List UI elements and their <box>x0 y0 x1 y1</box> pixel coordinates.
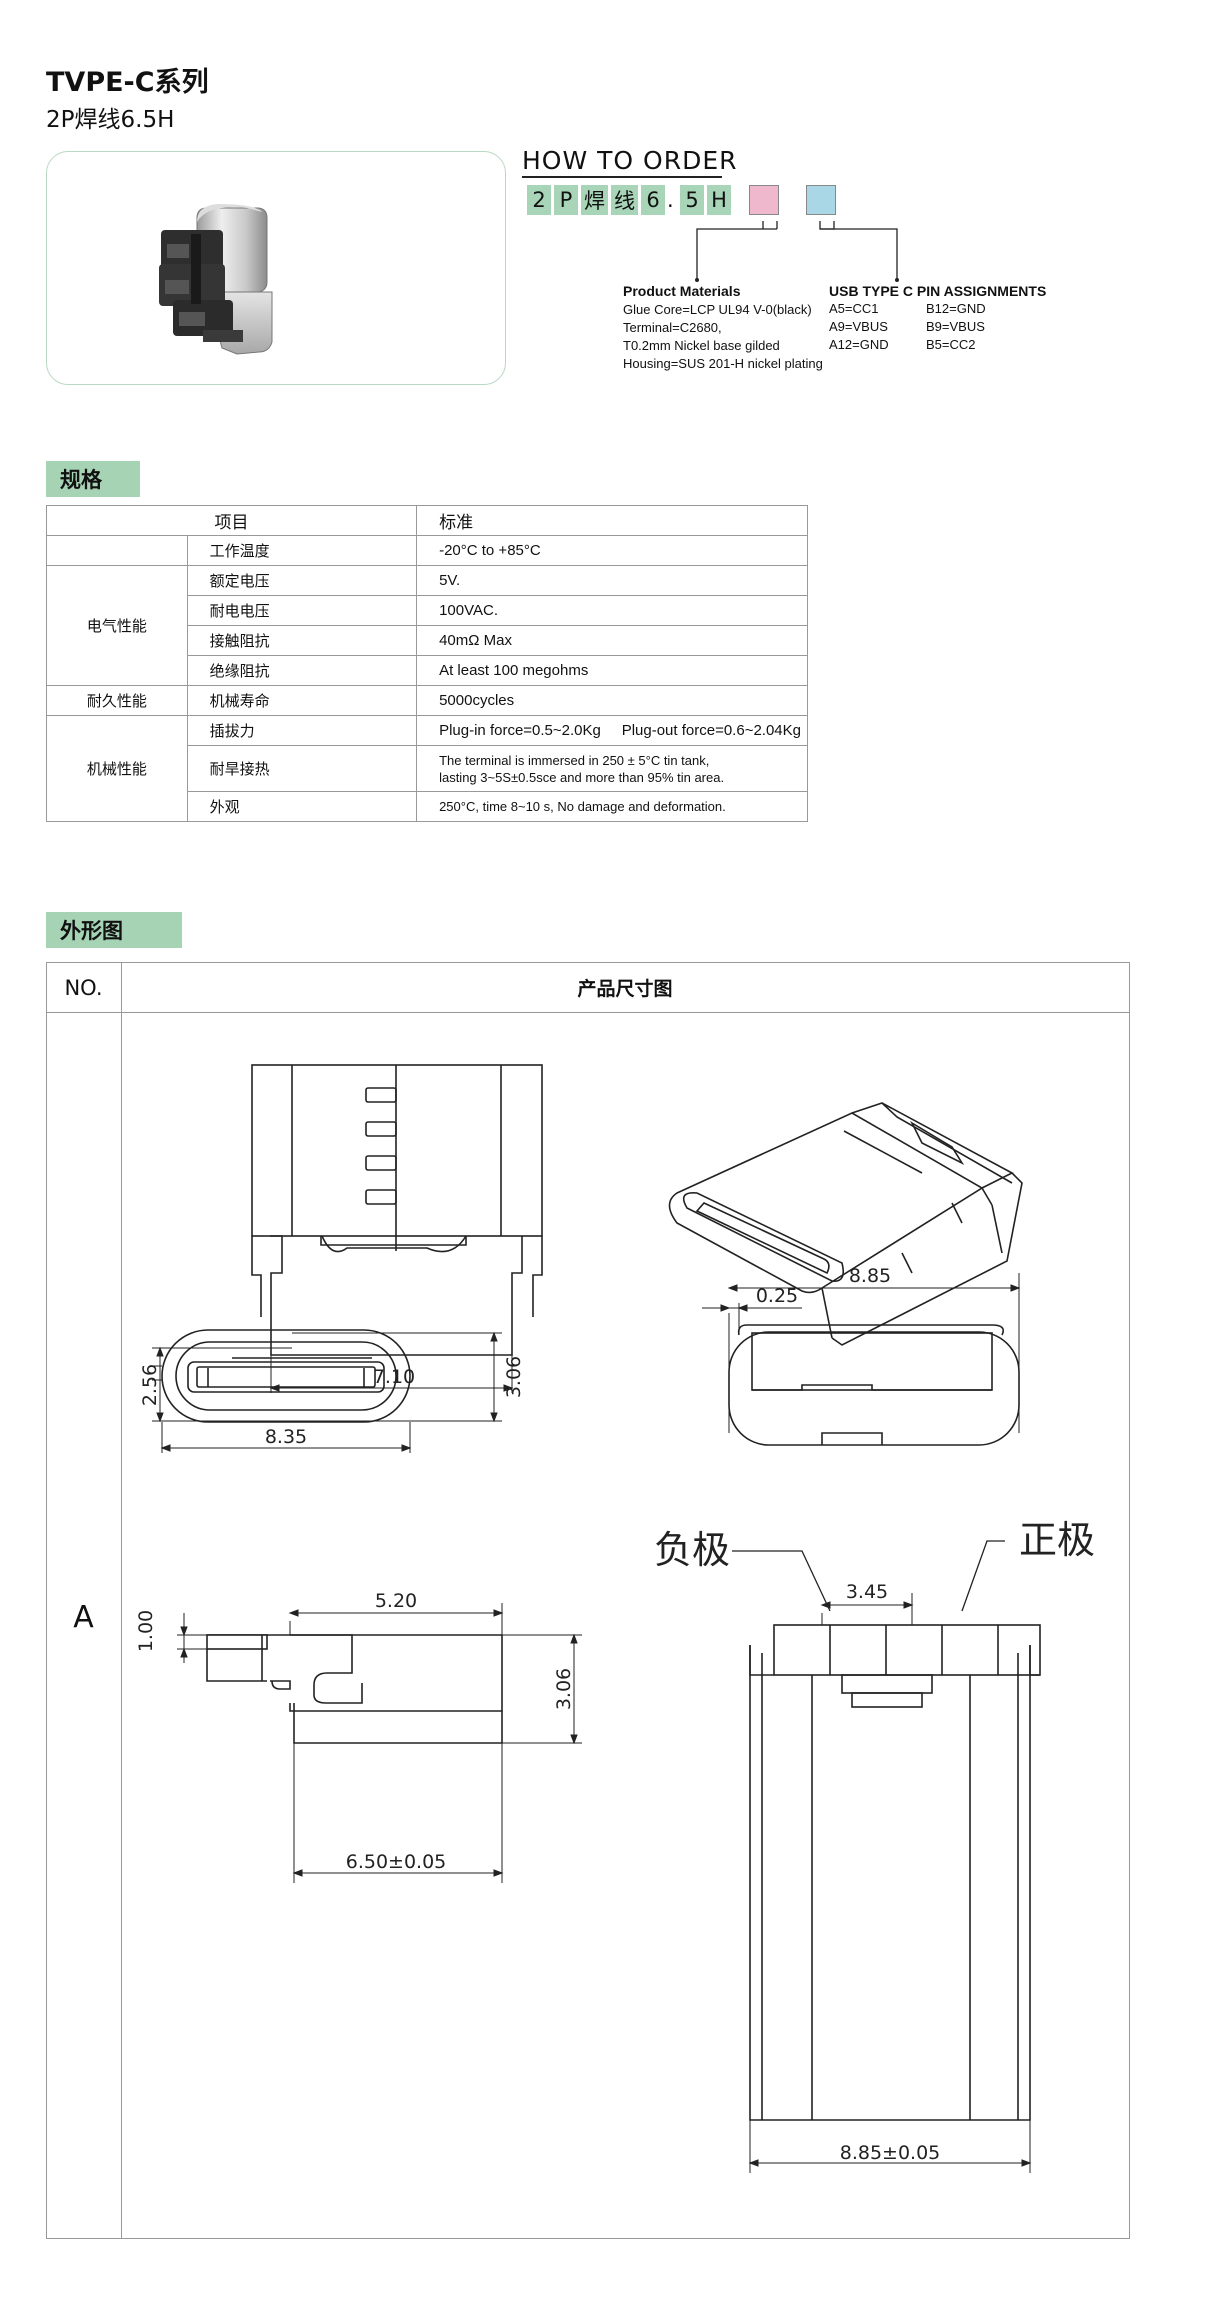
spec-sub-item: 插拔力 <box>186 715 418 746</box>
table-row: 机械性能 插拔力 Plug-in force=0.5~2.0Kg Plug-ou… <box>46 715 808 822</box>
code-part-xian: 线 <box>611 185 638 215</box>
code-part-dot: . <box>667 188 674 212</box>
polarity-view <box>732 1540 1041 2173</box>
spec-value: 100VAC. <box>416 595 808 626</box>
page-title: TVPE-C系列 <box>46 67 209 98</box>
table-row: 耐久性能 机械寿命 5000cycles <box>46 685 808 716</box>
dim-label: 3.06 <box>503 1356 525 1398</box>
spec-table: 项目 标准 工作温度 -20°C to +85°C 电气性能 额定电压 5V. … <box>45 505 808 822</box>
dim-label: 5.20 <box>375 1590 417 1612</box>
dim-label: 8.85 <box>849 1265 891 1287</box>
dim-label: 0.25 <box>756 1285 798 1307</box>
spec-value: 5V. <box>416 565 808 596</box>
code-part-2: 2 <box>527 185 551 215</box>
code-part-p: P <box>554 185 578 215</box>
spec-sub-item: 耐电电压 <box>186 595 418 626</box>
pin-assignment: A5=CC1 <box>829 301 879 316</box>
spec-header-item: 项目 <box>45 505 418 536</box>
spec-sub-item: 耐旱接热 <box>186 745 418 792</box>
spec-sub-item: 接触阻抗 <box>186 625 418 656</box>
dim-label: 8.35 <box>265 1426 307 1448</box>
pin-assignment: B12=GND <box>926 301 986 316</box>
product-photo-card <box>46 151 506 385</box>
dim-label: 3.45 <box>846 1581 888 1603</box>
divider <box>121 962 122 2238</box>
spec-value: At least 100 megohms <box>416 655 808 686</box>
divider <box>46 1012 1130 1013</box>
spec-value: 250°C, time 8~10 s, No damage and deform… <box>416 791 808 822</box>
table-row: 外观 250°C, time 8~10 s, No damage and def… <box>47 791 808 822</box>
col-drawing-header: 产品尺寸图 <box>577 978 673 1000</box>
table-row: 工作温度 -20°C to +85°C <box>46 535 808 566</box>
pin-assignment: B5=CC2 <box>926 337 976 352</box>
spec-value-line: lasting 3~5S±0.5sce and more than 95% ti… <box>439 769 725 785</box>
product-photo <box>159 204 273 355</box>
back-view <box>702 1273 1021 1446</box>
spec-sub-item: 额定电压 <box>186 565 418 596</box>
spec-value: 40mΩ Max <box>416 625 808 656</box>
table-row: 耐电电压 100VAC. <box>47 595 808 626</box>
dim-label: 3.06 <box>553 1668 575 1710</box>
dim-label: 1.00 <box>135 1610 157 1652</box>
row-label: A <box>73 1600 94 1635</box>
table-row: 绝缘阻抗 At least 100 megohms <box>47 655 808 686</box>
pin-assignment: A9=VBUS <box>829 319 888 334</box>
spec-sub-item: 机械寿命 <box>186 685 418 716</box>
negative-pole-label: 负极 <box>654 1528 730 1572</box>
code-part-5: 5 <box>680 185 704 215</box>
code-part-han: 焊 <box>581 185 608 215</box>
spec-group-mechanical: 机械性能 <box>46 715 188 822</box>
dimension-table <box>46 962 1130 2239</box>
spec-sub-item: 绝缘阻抗 <box>186 655 418 686</box>
side-view <box>177 1603 582 1883</box>
dim-label: 6.50±0.05 <box>346 1851 447 1873</box>
spec-value: The terminal is immersed in 250 ± 5°C ti… <box>416 745 808 792</box>
pin-assignment: A12=GND <box>829 337 889 352</box>
how-to-order-title: HOW TO ORDER <box>522 146 738 175</box>
table-row: 耐旱接热 The terminal is immersed in 250 ± 5… <box>47 745 808 792</box>
spec-value: -20°C to +85°C <box>416 535 808 566</box>
spec-value: Plug-in force=0.5~2.0Kg Plug-out force=0… <box>416 715 808 746</box>
technical-drawing: 7.10 8.35 2.56 3.06 <box>135 1064 1095 2173</box>
col-no-header: NO. <box>64 975 103 1000</box>
product-materials-title: Product Materials <box>623 283 741 299</box>
pin-assignment: B9=VBUS <box>926 319 985 334</box>
how-to-order-underline <box>522 176 722 178</box>
material-option-box <box>749 185 779 215</box>
spec-value-line: The terminal is immersed in 250 ± 5°C ti… <box>439 752 710 768</box>
product-materials-block: Product Materials Glue Core=LCP UL94 V-0… <box>623 282 823 373</box>
order-connector-lines <box>695 221 899 282</box>
code-part-6: 6 <box>641 185 665 215</box>
pin-col-2: B12=GND B9=VBUS B5=CC2 <box>926 300 986 354</box>
outline-section-label: 外形图 <box>46 912 182 948</box>
pin-col-1: A5=CC1 A9=VBUS A12=GND <box>829 300 889 354</box>
spec-sub-item: 工作温度 <box>186 535 418 566</box>
page-subtitle: 2P焊线6.5H <box>46 107 175 133</box>
spec-header-standard: 标准 <box>416 505 808 536</box>
material-line: Glue Core=LCP UL94 V-0(black) <box>623 302 812 317</box>
material-line: T0.2mm Nickel base gilded <box>623 338 780 353</box>
spec-group-electrical: 电气性能 <box>46 565 188 686</box>
material-line: Terminal=C2680, <box>623 320 722 335</box>
spec-value: 5000cycles <box>416 685 808 716</box>
positive-pole-label: 正极 <box>1019 1518 1095 1562</box>
top-view <box>251 1064 543 1393</box>
code-part-h: H <box>707 185 731 215</box>
pin-assignments-title: USB TYPE C PIN ASSIGNMENTS <box>829 283 1047 299</box>
front-view <box>152 1329 502 1453</box>
pin-option-box <box>806 185 836 215</box>
dim-label: 8.85±0.05 <box>840 2142 941 2164</box>
table-row: 接触阻抗 40mΩ Max <box>47 625 808 656</box>
table-row: 电气性能 额定电压 5V. <box>46 565 808 686</box>
spec-group-durability: 耐久性能 <box>46 685 188 716</box>
dim-label: 2.56 <box>139 1364 161 1406</box>
spec-header-row: 项目 标准 <box>45 505 808 536</box>
material-line: Housing=SUS 201-H nickel plating <box>623 356 823 371</box>
spec-sub-item: 外观 <box>186 791 418 822</box>
spec-section-label: 规格 <box>46 461 140 497</box>
